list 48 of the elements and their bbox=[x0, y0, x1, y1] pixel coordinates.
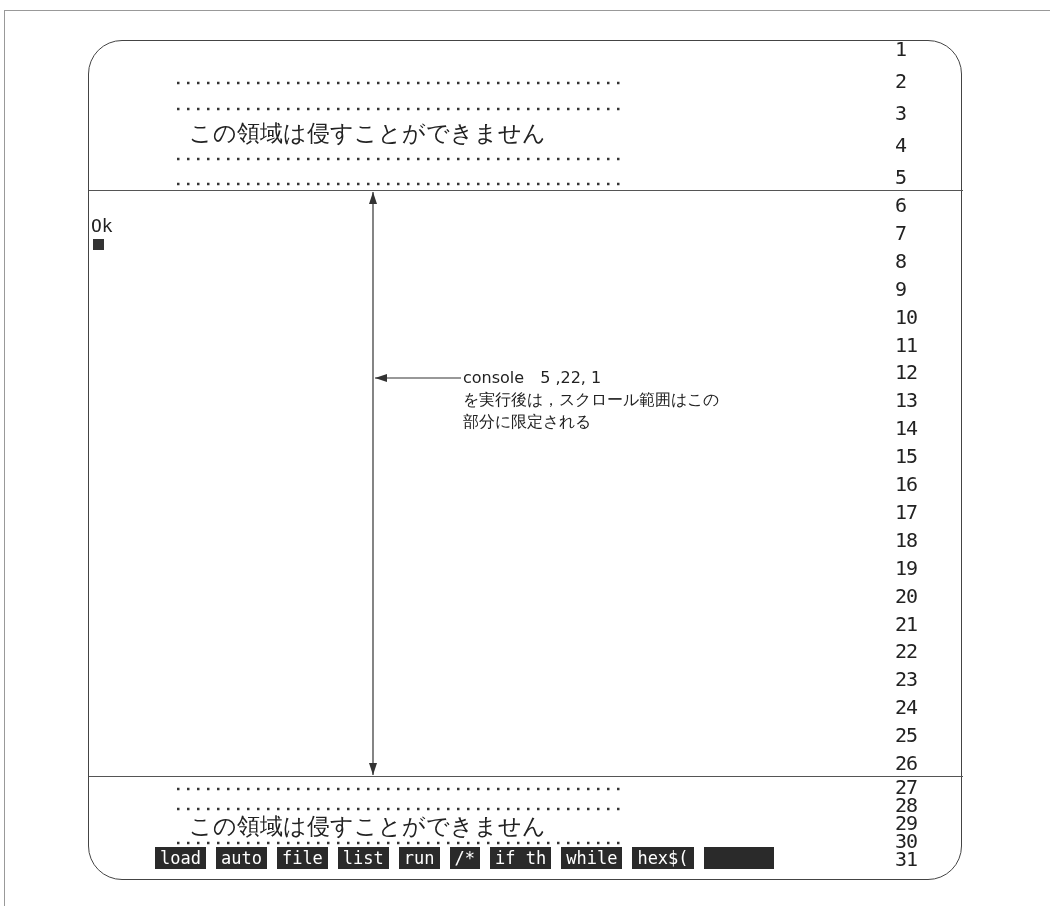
line-number: 18 bbox=[895, 529, 918, 550]
line-number: 30 bbox=[895, 831, 918, 851]
area-note: この領域は侵すことができません bbox=[188, 122, 547, 145]
line-number: 7 bbox=[895, 222, 907, 243]
line-number: 28 bbox=[895, 795, 918, 815]
line-number: 2 bbox=[895, 71, 907, 91]
line-number: 21 bbox=[895, 613, 918, 634]
line-number: 5 bbox=[895, 167, 907, 187]
function-key-label: load bbox=[155, 847, 206, 869]
line-number: 4 bbox=[895, 135, 907, 155]
line-number: 11 bbox=[895, 334, 918, 355]
note-text: を実行後は，スクロール範囲はこの部分に限定される bbox=[463, 389, 719, 433]
line-number: 13 bbox=[895, 390, 918, 411]
function-key-label: run bbox=[398, 847, 440, 869]
line-number: 22 bbox=[895, 641, 918, 662]
line-number: 8 bbox=[895, 250, 907, 271]
line-number: 25 bbox=[895, 725, 918, 746]
prompt-text: Ok bbox=[91, 217, 113, 235]
function-key-label: list bbox=[337, 847, 389, 869]
double-arrow bbox=[369, 191, 377, 776]
function-key-label: while bbox=[561, 847, 623, 869]
line-number: 19 bbox=[895, 557, 918, 578]
line-number: 23 bbox=[895, 669, 918, 690]
function-key-label: auto bbox=[215, 847, 267, 869]
line-number: 17 bbox=[895, 501, 918, 522]
line-number: 15 bbox=[895, 446, 918, 467]
line-number: 29 bbox=[895, 813, 918, 833]
line-number: 9 bbox=[895, 278, 907, 299]
function-key-label: /* bbox=[449, 847, 480, 869]
line-number: 26 bbox=[895, 753, 918, 773]
line-number: 12 bbox=[895, 362, 918, 383]
function-key-label: hex$( bbox=[632, 847, 694, 869]
screen-frame bbox=[88, 40, 962, 880]
line-number: 24 bbox=[895, 697, 918, 718]
line-number: 20 bbox=[895, 585, 918, 606]
area-note: この領域は侵すことができません bbox=[188, 815, 547, 838]
function-key-label: if th bbox=[490, 847, 552, 869]
leader-line bbox=[374, 374, 462, 382]
line-number: 31 bbox=[895, 849, 918, 869]
line-number: 10 bbox=[895, 306, 918, 327]
line-number: 14 bbox=[895, 418, 918, 439]
function-key-label: file bbox=[276, 847, 328, 869]
line-number: 3 bbox=[895, 103, 907, 123]
line-number: 1 bbox=[895, 39, 907, 59]
line-number: 6 bbox=[895, 195, 907, 215]
line-number: 16 bbox=[895, 474, 918, 494]
line-number: 27 bbox=[895, 777, 918, 797]
command-text: console 5 ,22, 1 bbox=[463, 367, 603, 389]
